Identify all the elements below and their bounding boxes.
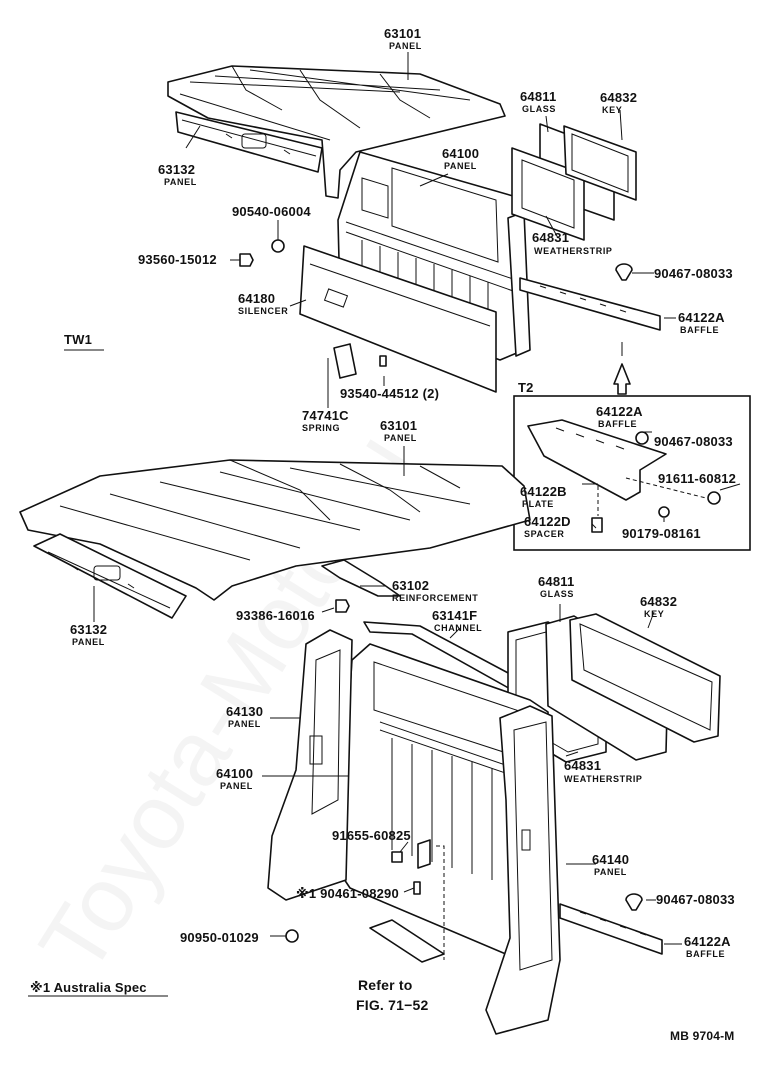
callout-number: 64811: [538, 574, 574, 589]
callout-number: 64811: [520, 89, 556, 104]
callout-number: 64130: [226, 704, 263, 719]
callout-number: 63141F: [432, 608, 477, 623]
callout-number: 64100: [216, 766, 253, 781]
callout-name: REINFORCEMENT: [392, 593, 478, 603]
callout-name: SPRING: [302, 423, 340, 433]
callout-number: 90467-08033: [654, 266, 733, 281]
upper-roof-panel: [167, 65, 506, 199]
callout-number: 64122A: [684, 934, 731, 949]
callout-number: 64180: [238, 291, 275, 306]
lower-reinforcement: [321, 559, 401, 597]
inset-clip-icon: [635, 431, 649, 445]
callout-number: 91655-60825: [332, 828, 411, 843]
callout-number: 63132: [70, 622, 107, 637]
clip-90467-bottom-icon: [625, 893, 643, 911]
callout-number: 64140: [592, 852, 629, 867]
callout-number: 64122D: [524, 514, 571, 529]
callout-name: WEATHERSTRIP: [534, 246, 613, 256]
lower-baffle: [559, 903, 663, 955]
callout-name: PANEL: [228, 719, 261, 729]
up-arrow-icon: [613, 363, 631, 395]
callout-name: PANEL: [164, 177, 197, 187]
callout-number: 90467-08033: [654, 434, 733, 449]
callout-number: ※1 90461-08290: [296, 886, 399, 901]
callout-name: BAFFLE: [598, 419, 637, 429]
callout-name: PANEL: [389, 41, 422, 51]
refer-label-line1: Refer to: [358, 977, 413, 993]
bolt-90540-icon: [271, 239, 285, 253]
upper-silencer: [299, 245, 497, 393]
inset-nut-icon: [658, 506, 670, 518]
callout-number: 93386-16016: [236, 608, 315, 623]
callout-name: PANEL: [220, 781, 253, 791]
spring-74741c-icon: [333, 343, 357, 379]
callout-number: 90540-06004: [232, 204, 311, 219]
leader-lines: [28, 52, 741, 997]
callout-name: WEATHERSTRIP: [564, 774, 643, 784]
callout-number: 63101: [380, 418, 417, 433]
callout-labels: 63101 PANEL 63132 PANEL 64811 GLASS 6483…: [30, 26, 736, 1043]
callout-number: 63101: [384, 26, 421, 41]
callout-number: 93560-15012: [138, 252, 217, 267]
callout-number: 74741C: [302, 408, 349, 423]
callout-number: 64831: [532, 230, 569, 245]
callout-number: 64122A: [596, 404, 643, 419]
upper-baffle: [519, 277, 661, 331]
callout-name: SPACER: [524, 529, 564, 539]
callout-name: GLASS: [522, 104, 556, 114]
t2-inset-box: [513, 395, 751, 551]
callout-name: KEY: [644, 609, 664, 619]
upper-glass-set: [511, 123, 637, 241]
bracket-icon: [417, 839, 431, 869]
clip-93560-icon: [239, 253, 254, 267]
callout-name: PLATE: [522, 499, 554, 509]
callout-number: 63132: [158, 162, 195, 177]
lower-side-panel-64130: [267, 629, 353, 901]
callout-name: PANEL: [594, 867, 627, 877]
callout-name: PANEL: [444, 161, 477, 171]
tw1-label: TW1: [64, 332, 92, 347]
spacer-icon: [591, 517, 603, 533]
callout-number: 64100: [442, 146, 479, 161]
callout-number: 64122B: [520, 484, 567, 499]
screw-93540-icon: [379, 355, 387, 367]
inset-bolt-icon: [707, 491, 721, 505]
callout-number: 90179-08161: [622, 526, 701, 541]
t2-label: T2: [518, 380, 534, 395]
diagram-code: MB 9704-M: [670, 1029, 734, 1043]
callout-number: 93540-44512 (2): [340, 386, 439, 401]
callout-name: GLASS: [540, 589, 574, 599]
callout-number: 64832: [600, 90, 637, 105]
callout-name: PANEL: [72, 637, 105, 647]
callout-number: 64122A: [678, 310, 725, 325]
callout-number: 64831: [564, 758, 601, 773]
bolt-91655-icon: [391, 851, 403, 863]
clip-90467-top-icon: [615, 263, 633, 281]
callout-name: SILENCER: [238, 306, 288, 316]
callout-number: 63102: [392, 578, 429, 593]
lower-front-panel: [33, 533, 187, 619]
callout-number: 90950-01029: [180, 930, 259, 945]
callout-number: 91611-60812: [658, 471, 736, 486]
clip-93386-icon: [335, 599, 350, 613]
footnote-label: ※1 Australia Spec: [30, 980, 147, 995]
upper-front-panel: [175, 111, 323, 173]
callout-name: BAFFLE: [686, 949, 725, 959]
callout-name: CHANNEL: [434, 623, 482, 633]
screw-90461-icon: [413, 881, 421, 895]
callout-number: 90467-08033: [656, 892, 735, 907]
lower-reinforcement-bracket: [369, 919, 445, 963]
callout-number: 64832: [640, 594, 677, 609]
plug-90950-icon: [285, 929, 299, 943]
refer-label-line2: FIG. 71−52: [356, 997, 428, 1013]
callout-name: BAFFLE: [680, 325, 719, 335]
callout-name: PANEL: [384, 433, 417, 443]
lower-side-panel-64140: [485, 705, 561, 1035]
lower-roof-panel: [19, 459, 531, 601]
callout-name: KEY: [602, 105, 622, 115]
